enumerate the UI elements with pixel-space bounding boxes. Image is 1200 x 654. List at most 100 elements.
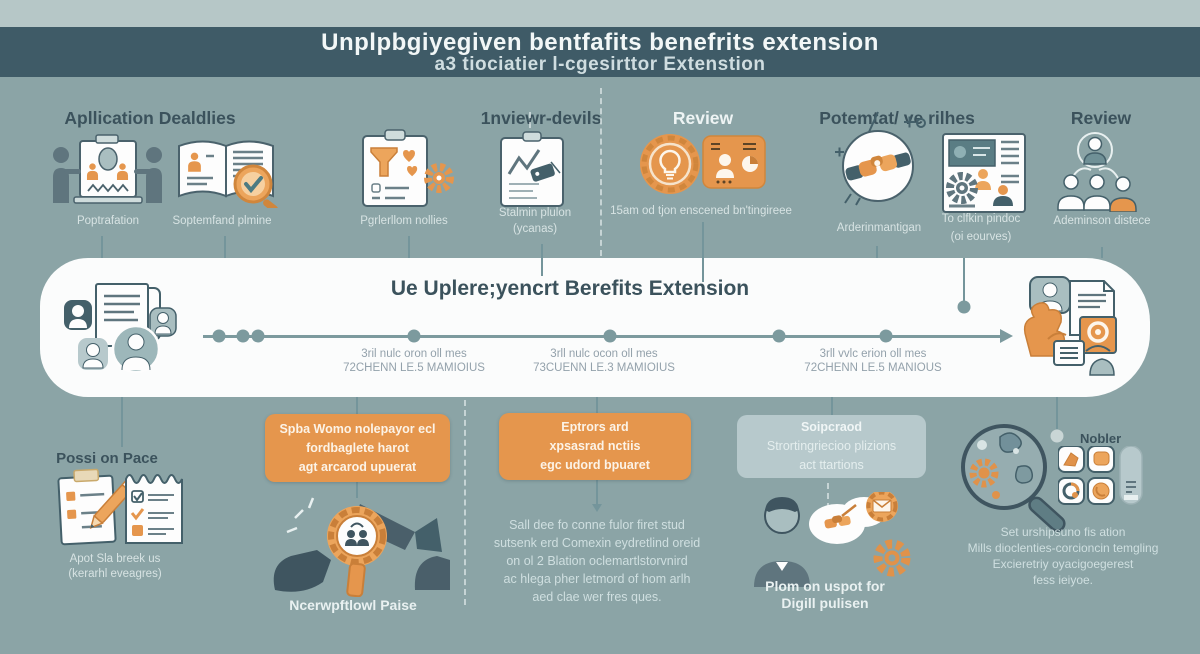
box-line: Soipcraod bbox=[800, 420, 863, 434]
paragraph-line: sutsenk erd Comexin eydretlind oreid bbox=[493, 536, 701, 550]
milestone-label: 3rll vvlc erion oll mes 72CHENN LE.5 MAN… bbox=[804, 347, 941, 375]
box-line: Strortingriecioo plizions bbox=[766, 439, 897, 453]
icon-caption: To clfkin pindoc bbox=[941, 213, 1021, 225]
box-line: agt arcarod upuerat bbox=[298, 459, 417, 474]
connector-line bbox=[408, 236, 410, 258]
handshake-circle-icon bbox=[830, 110, 926, 206]
timeline-line bbox=[203, 335, 1003, 338]
profile-document-gear-icon bbox=[933, 130, 1033, 216]
callout-box-3: Soipcraod Strortingriecioo plizions act … bbox=[737, 415, 926, 478]
connector-line bbox=[224, 236, 226, 258]
timeline-node-dot bbox=[772, 329, 786, 343]
milestone-line1: 3ril nulc oron oll mes bbox=[361, 348, 467, 360]
bottom-left-title: Possi on Pace bbox=[56, 450, 158, 467]
form-and-checklist-icon bbox=[52, 465, 187, 550]
caption-line: (kerarhl eveagres) bbox=[68, 568, 162, 580]
idea-bulb-card-icon bbox=[637, 131, 769, 198]
connector-line bbox=[356, 397, 358, 414]
callout-box-2: Eptrors ard xpsasrad nctiis egc udord bp… bbox=[499, 413, 691, 480]
connector-line bbox=[356, 482, 358, 498]
caption-line: Plom on uspot for bbox=[765, 578, 885, 594]
connector-line bbox=[876, 246, 878, 258]
connector-line bbox=[121, 397, 123, 447]
milestone-label: 3rll nulc ocon oll mes 73CUENN LE.3 MAMI… bbox=[533, 347, 675, 375]
connector-end-dot bbox=[1050, 429, 1064, 443]
header-title: Unplpbgiyegiven bentfafits benefrits ext… bbox=[321, 29, 879, 56]
icon-caption: Poptrafation bbox=[76, 215, 140, 227]
milestone-line2: 73CUENN LE.3 MAMIOIUS bbox=[533, 362, 675, 374]
caption-line: Digill pulisen bbox=[781, 595, 869, 611]
middle-paragraph: Sall dee fo conne fulor firet stud sutse… bbox=[494, 516, 700, 606]
box-line: Spba Womo nolepayor ecl bbox=[279, 421, 436, 436]
header-subtitle: a3 tiociatier l-cgesirttor Extenstion bbox=[434, 54, 766, 75]
box-line: egc udord bpuaret bbox=[540, 458, 650, 472]
box-line: fordbaglete harot bbox=[306, 440, 409, 455]
milestone-line2: 72CHENN LE.5 MAMIOIUS bbox=[343, 362, 485, 374]
box-line: xpsasrad nctiis bbox=[549, 439, 641, 453]
connector-dashed-header bbox=[529, 112, 531, 138]
column-header-potential-rules: Potemtat/ ve rilhes bbox=[819, 108, 975, 128]
connector-line bbox=[541, 244, 543, 276]
clipboard-funnel-gear-icon bbox=[345, 126, 460, 210]
paragraph-line: fess ieiyoe. bbox=[1032, 573, 1094, 587]
icon-caption: Pgrlerllom nollies bbox=[360, 215, 448, 227]
presentation-poster-icon bbox=[50, 133, 165, 208]
top-strip bbox=[0, 0, 1200, 27]
icon-caption: 15am od tjon enscened bn'tingireee bbox=[610, 205, 792, 217]
clipboard-chart-tag-icon bbox=[487, 130, 579, 210]
timeline-node-dot bbox=[407, 329, 421, 343]
megaphone-caption: Ncerwpftlowl Paise bbox=[289, 597, 417, 613]
app-grid-icon bbox=[1058, 446, 1146, 508]
divider-dashed-line bbox=[600, 88, 602, 256]
timeline-panel bbox=[40, 258, 1150, 397]
paragraph-line: Set urshipsuno fis ation bbox=[1000, 525, 1126, 539]
milestone-line1: 3rll vvlc erion oll mes bbox=[819, 348, 927, 360]
right-paragraph: Set urshipsuno fis ation Mills dioclenti… bbox=[968, 524, 1159, 588]
down-arrow-icon bbox=[592, 504, 602, 512]
dashed-connector bbox=[464, 400, 466, 605]
dashed-connector bbox=[827, 483, 829, 519]
connector-line bbox=[596, 397, 598, 413]
column-header-review-details: 1nviewr-devils bbox=[480, 108, 602, 128]
column-header-application-deadlines: Apllication Dealdlies bbox=[64, 108, 236, 128]
timeline-node-dot bbox=[251, 329, 265, 343]
person-discussion-bubbles-icon bbox=[742, 492, 917, 587]
timeline-node-dot bbox=[957, 300, 971, 314]
milestone-line2: 72CHENN LE.5 MANIOUS bbox=[804, 362, 942, 374]
hands-gear-magnifier-icon bbox=[265, 492, 450, 597]
icon-caption: (oi eourves) bbox=[950, 231, 1012, 243]
bottom-left-caption: Apot Sla breek us (kerarhl eveagres) bbox=[68, 552, 161, 582]
connector-line bbox=[702, 222, 704, 282]
icon-caption: (ycanas) bbox=[512, 223, 558, 235]
paragraph-line: Excieretriy oyacigoegerest bbox=[992, 557, 1134, 571]
timeline-arrow-icon bbox=[1000, 329, 1013, 343]
icon-caption: Soptemfand plmine bbox=[172, 215, 272, 227]
nobler-label: Nobler bbox=[1080, 431, 1122, 446]
column-header-review: Review bbox=[672, 108, 734, 128]
connector-line bbox=[831, 397, 833, 415]
column-header-review-2: Review bbox=[1070, 108, 1132, 128]
paragraph-line: aed clae wer fres ques. bbox=[532, 590, 662, 604]
milestone-line1: 3rll nulc ocon oll mes bbox=[550, 348, 658, 360]
panel-title: Ue Uplere;yencrt Berefits Extension bbox=[390, 277, 750, 300]
book-review-magnifier-icon bbox=[173, 138, 285, 208]
icon-caption: Arderinmantigan bbox=[836, 222, 922, 234]
connector-line bbox=[596, 480, 598, 504]
icon-caption: Ademinson distece bbox=[1053, 215, 1151, 227]
connector-line bbox=[101, 236, 103, 258]
icon-caption: Stalmin plulon bbox=[498, 207, 572, 219]
timeline-node-dot bbox=[212, 329, 226, 343]
box-line: act ttartions bbox=[799, 458, 864, 472]
timeline-node-dot bbox=[603, 329, 617, 343]
analysis-magnifier-icon bbox=[952, 415, 1077, 537]
timeline-node-dot bbox=[879, 329, 893, 343]
paragraph-line: ac hlega pher letmord of hom arlh bbox=[503, 572, 691, 586]
timeline-node-dot bbox=[236, 329, 250, 343]
connector-line bbox=[1101, 247, 1103, 258]
paragraph-line: Mills dioclenties-corcioncin temgling bbox=[967, 541, 1159, 555]
team-documents-icon bbox=[62, 280, 182, 375]
box-line: Eptrors ard bbox=[561, 420, 629, 434]
header-band bbox=[0, 27, 1200, 77]
applicant-handover-icon bbox=[1018, 275, 1136, 377]
